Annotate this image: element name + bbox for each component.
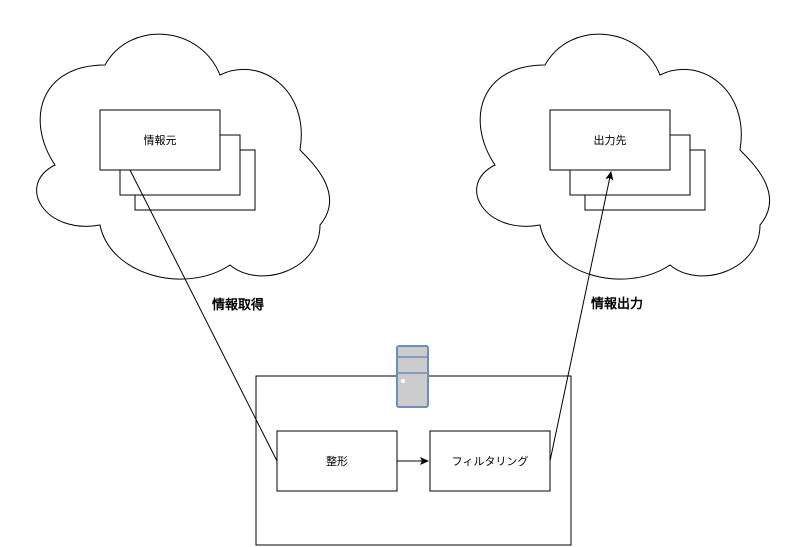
acquire-edge-label: 情報取得 — [212, 297, 264, 313]
destination-label: 出力先 — [594, 133, 627, 147]
format-label: 整形 — [326, 454, 348, 468]
filter-label: フィルタリング — [452, 454, 529, 468]
format-step[interactable]: 整形 — [276, 430, 398, 492]
destination-document-stack[interactable]: 出力先 — [549, 109, 706, 211]
filter-step[interactable]: フィルタリング — [429, 430, 551, 492]
server-icon — [396, 345, 429, 408]
source-document-front[interactable] — [99, 109, 221, 171]
source-document-stack[interactable]: 情報元 — [99, 109, 256, 211]
output-edge[interactable] — [549, 171, 614, 462]
source-label: 情報元 — [144, 134, 177, 147]
acquire-edge[interactable] — [129, 169, 278, 462]
output-edge-label: 情報出力 — [591, 296, 643, 312]
destination-document-front[interactable] — [549, 109, 671, 171]
